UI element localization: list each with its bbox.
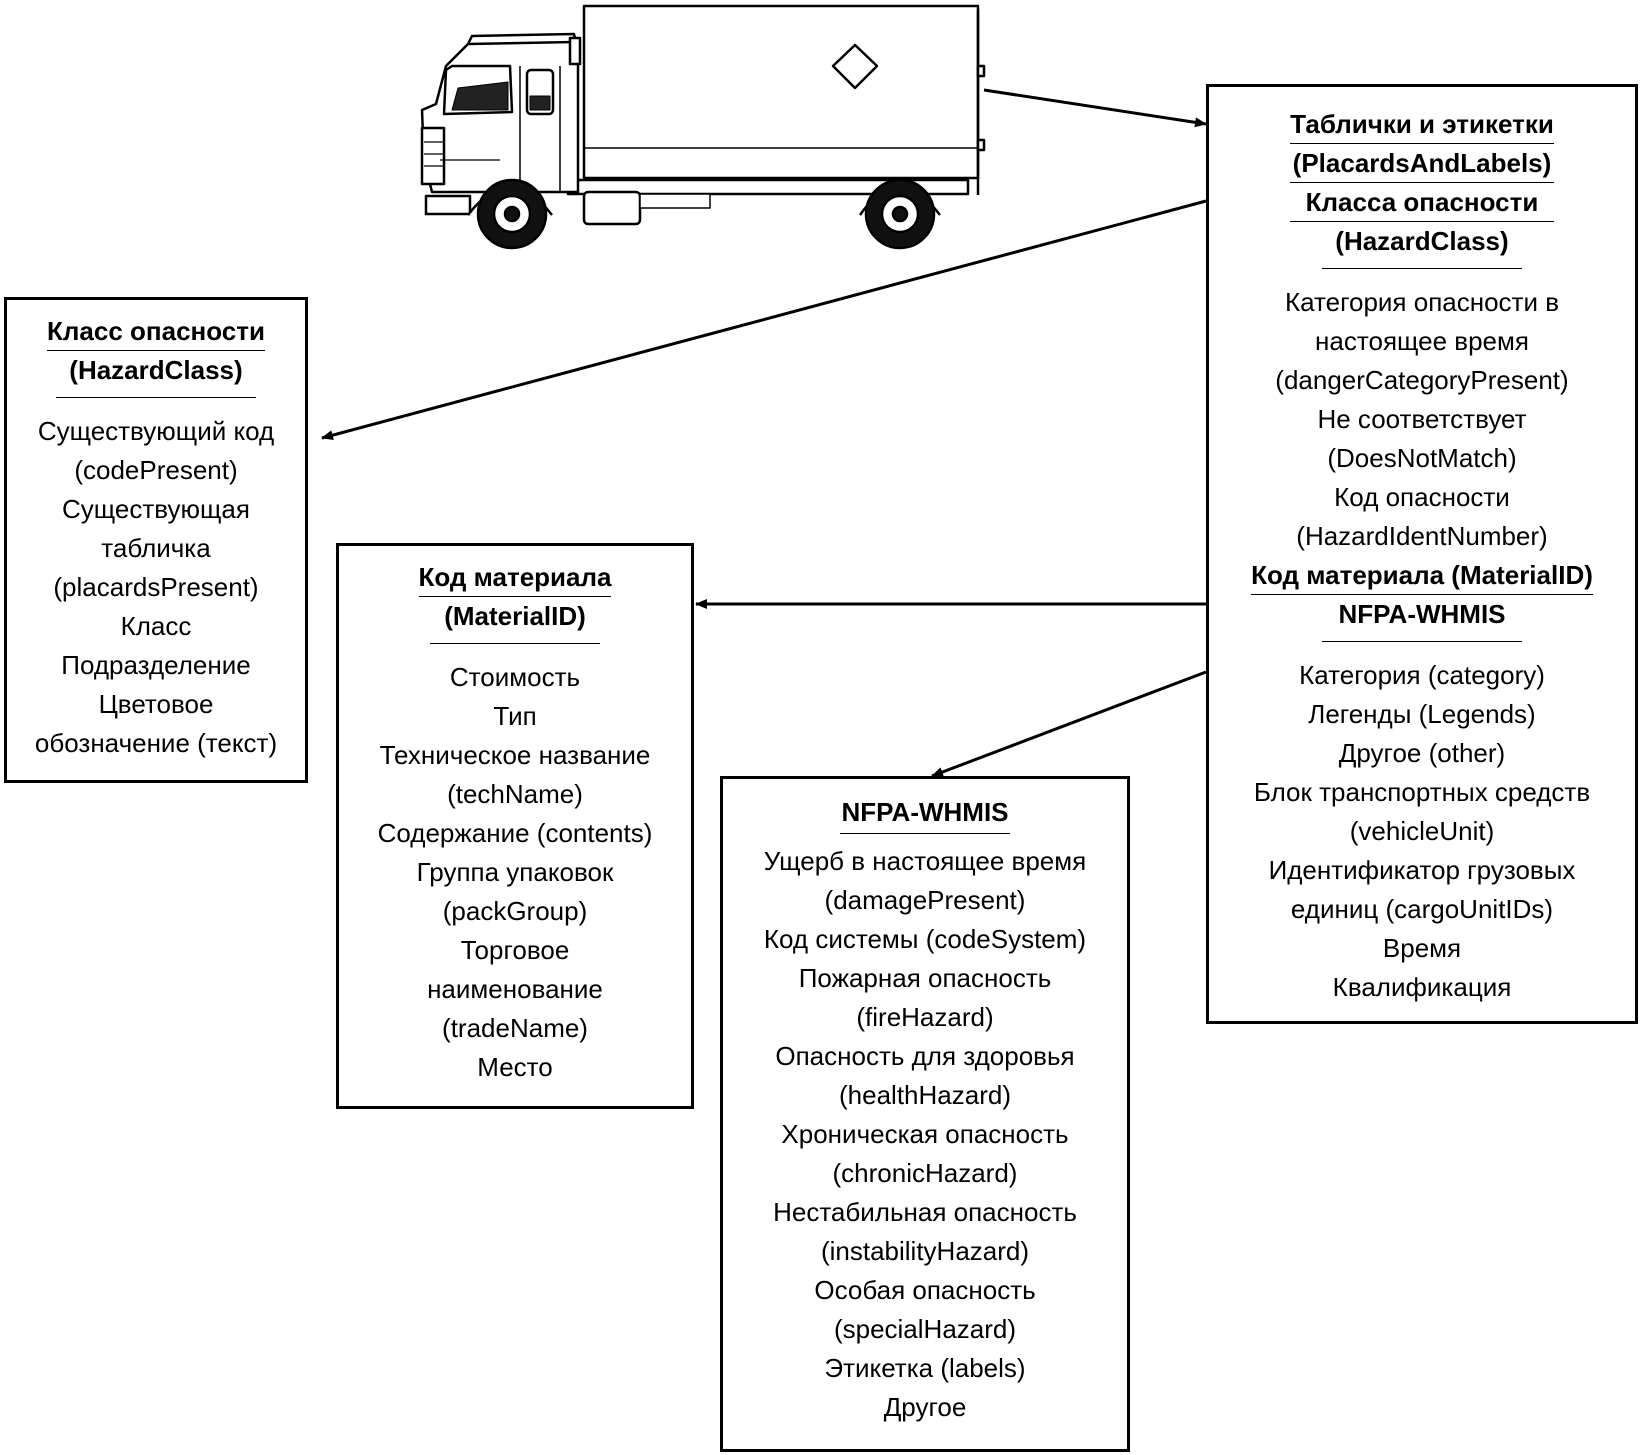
title-line: (HazardClass) [69,355,243,385]
placards-and-labels-box: Таблички и этикетки (PlacardsAndLabels) … [1206,84,1638,1024]
list-item: обозначение (текст) [34,728,278,758]
list-item: (healthHazard) [839,1080,1011,1110]
list-item: (packGroup) [442,896,588,926]
list-item: Существующий код [37,416,275,446]
list-item: (dangerCategoryPresent) [1275,365,1569,395]
material-id-title: Код материала (MaterialID) [418,558,612,635]
arrow-truck-to-placards [983,88,1207,128]
arrow-placards-to-nfpa [931,670,1207,778]
list-item: Квалификация [1332,972,1512,1002]
list-item: (specialHazard) [833,1314,1017,1344]
list-item: (fireHazard) [856,1002,994,1032]
list-item: Особая опасность [814,1275,1036,1305]
title-line: Таблички и этикетки [1290,105,1554,144]
nfpa-title: NFPA-WHMIS [841,793,1008,831]
list-item: (vehicleUnit) [1349,816,1495,846]
list-item: Торговое [460,935,570,965]
list-item: (codePresent) [74,455,238,485]
list-item: (techName) [447,779,583,809]
title-line: Класса опасности [1290,183,1554,222]
list-item: Ущерб в настоящее время [763,846,1087,876]
list-item: Хроническая опасность [781,1119,1069,1149]
list-item: табличка [101,533,211,563]
nfpa-whmis-box: NFPA-WHMIS Ущерб в настоящее время (dama… [720,776,1130,1452]
list-item: Нестабильная опасность [773,1197,1077,1227]
list-item: Время [1382,933,1462,963]
title-line: NFPA-WHMIS [841,797,1009,827]
list-item: Категория (category) [1299,660,1545,690]
list-item: Не соответствует [1317,404,1527,434]
list-item: Пожарная опасность [798,963,1052,993]
list-item: (tradeName) [442,1013,588,1043]
list-item: Класс [120,611,192,641]
hazard-class-title: Класс опасности (HazardClass) [47,312,265,389]
list-item: Блок транспортных средств [1253,777,1591,807]
title-line: (MaterialID) [444,601,586,631]
list-item: Другое (other) [1338,738,1506,768]
list-item: Техническое название [379,740,651,770]
list-item: Подразделение [61,650,251,680]
title-line: Класс опасности [47,312,265,351]
list-item: единиц (cargoUnitIDs) [1290,894,1554,924]
divider [56,397,256,398]
subtitle-line: NFPA-WHMIS [1338,599,1506,629]
list-item: Легенды (Legends) [1308,699,1536,729]
list-item: Код системы (codeSystem) [763,924,1087,954]
placards-subtitle: Код материала (MaterialID) NFPA-WHMIS [1251,556,1593,633]
diamond-placard-icon [831,43,879,90]
list-item: Тип [493,701,537,731]
list-item: Код опасности [1334,482,1510,512]
hazard-class-box: Класс опасности (HazardClass) Существующ… [4,297,308,783]
list-item: Цветовое [98,689,214,719]
list-item: (placardsPresent) [53,572,259,602]
list-item: Стоимость [449,662,581,692]
list-item: Группа упаковок [416,857,614,887]
list-item: Существующая [62,494,250,524]
title-line: (HazardClass) [1335,226,1509,256]
list-item: Категория опасности в [1284,287,1560,317]
title-line: (PlacardsAndLabels) [1290,144,1554,183]
list-item: Этикетка (labels) [824,1353,1026,1383]
subtitle-line: Код материала (MaterialID) [1251,556,1593,595]
list-item: (damagePresent) [824,885,1026,915]
title-line: Код материала [418,558,612,597]
placards-title: Таблички и этикетки (PlacardsAndLabels) … [1290,105,1554,260]
truck-icon [420,4,986,250]
list-item: (HazardIdentNumber) [1296,521,1548,551]
list-item: (chronicHazard) [832,1158,1018,1188]
divider [1322,641,1522,642]
list-item: Идентификатор грузовых [1268,855,1576,885]
list-item: Опасность для здоровья [775,1041,1075,1071]
arrow-placards-to-hazardclass [321,199,1207,440]
list-item: (instabilityHazard) [820,1236,1030,1266]
divider [430,643,600,644]
divider [840,833,1010,834]
list-item: Место [477,1052,553,1082]
list-item: (DoesNotMatch) [1327,443,1517,473]
material-id-box: Код материала (MaterialID) Стоимость Тип… [336,543,694,1109]
list-item: Содержание (contents) [377,818,653,848]
list-item: настоящее время [1315,326,1529,356]
list-item: Другое [883,1392,967,1422]
divider [1322,268,1522,269]
list-item: наименование [427,974,603,1004]
